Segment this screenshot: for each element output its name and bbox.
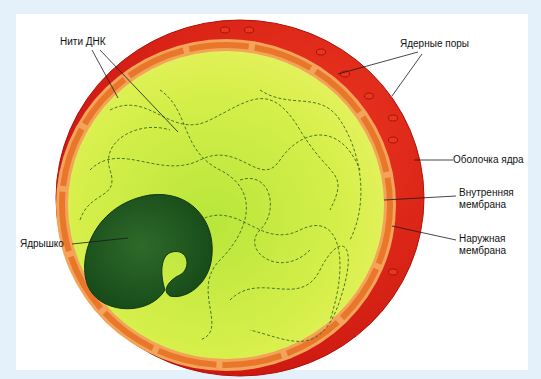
envelope-label: Оболочка ядра (453, 154, 537, 166)
nucleoplasm (68, 51, 384, 359)
nucleolus-label: Ядрышко (20, 238, 80, 250)
leader-lines (72, 50, 456, 244)
outer-membrane-label: Наружная мембрана (459, 233, 535, 257)
outer-membrane (56, 20, 424, 376)
nuclear-pore (389, 269, 398, 275)
nuclear-pore (389, 115, 398, 121)
nuclear-pore (365, 93, 374, 99)
dna-label: Нити ДНК (60, 36, 150, 48)
dna-threads (80, 90, 361, 341)
envelope-section (56, 39, 396, 371)
nucleolus (85, 194, 213, 308)
inner-membrane-label: Внутренняя мембрана (459, 187, 535, 211)
panel (16, 14, 528, 370)
inner-membrane (62, 45, 390, 365)
nuclear-pore (317, 49, 326, 55)
pores-label: Ядерные поры (400, 38, 510, 50)
nuclear-pore (245, 27, 254, 33)
nuclear-pore (389, 137, 398, 143)
nuclear-pore (221, 27, 230, 33)
